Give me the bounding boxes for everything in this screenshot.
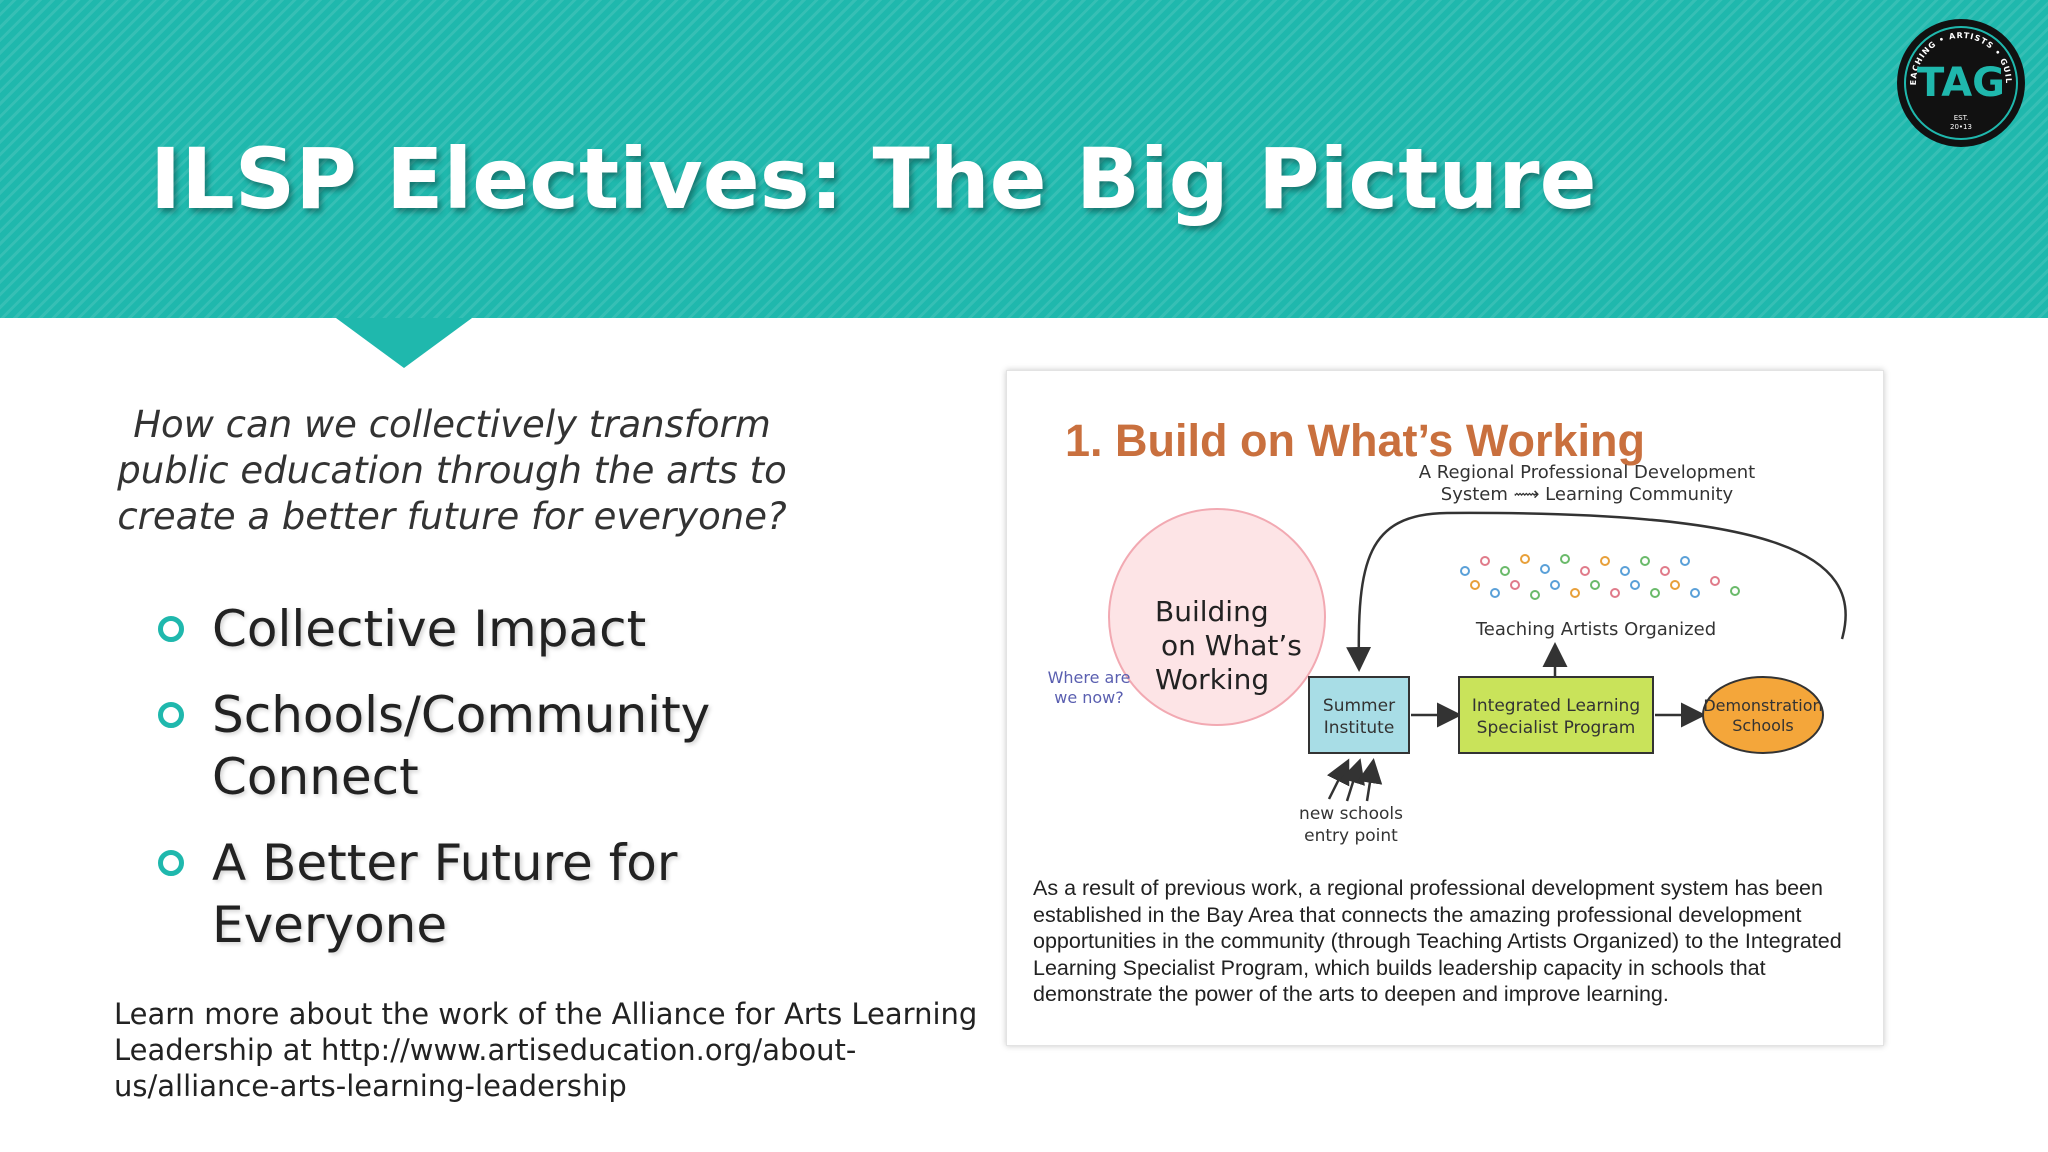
new-schools-arrow-2 xyxy=(1341,758,1365,802)
diagram-card: 1. Build on What’s Working A Regional Pr… xyxy=(1006,370,1884,1046)
regional-system-label-2: System ⟿ Learning Community xyxy=(1441,484,1734,505)
ilsp-label-1: Integrated Learning xyxy=(1472,696,1640,716)
header-notch xyxy=(336,318,472,368)
ilsp-label-2: Specialist Program xyxy=(1477,718,1636,738)
where-now-label-1: Where are xyxy=(1048,668,1131,687)
building-circle xyxy=(1108,508,1326,726)
demonstration-schools-label-1: Demonstration xyxy=(1703,696,1822,715)
building-label-1: Building xyxy=(1155,595,1269,628)
feedback-loop-arrow xyxy=(1346,511,1847,672)
teaching-artists-label: Teaching Artists Organized xyxy=(1475,619,1716,640)
logo-est-year: 20•13 xyxy=(1950,123,1972,131)
header-banner xyxy=(0,0,2048,318)
bullet-ring-icon xyxy=(158,702,184,728)
card-title: 1. Build on What’s Working xyxy=(1065,415,1645,466)
summer-institute-label-2: Institute xyxy=(1324,718,1395,738)
summer-institute-box xyxy=(1308,676,1410,754)
build-diagram: A Regional Professional Development Syst… xyxy=(1048,462,1847,846)
bullet-text: Collective Impact xyxy=(212,600,647,658)
ilsp-box xyxy=(1458,676,1654,754)
guiding-question: How can we collectively transform public… xyxy=(117,403,787,538)
new-schools-label-1: new schools xyxy=(1299,804,1403,824)
bullet-item: Schools/Community Connect xyxy=(150,684,790,808)
new-schools-arrow-3 xyxy=(1357,758,1383,802)
summer-institute-label-1: Summer xyxy=(1323,696,1395,716)
card-caption: As a result of previous work, a regional… xyxy=(1033,876,1842,1006)
bullet-text: Schools/Community Connect xyxy=(212,686,711,806)
bullet-item: Collective Impact xyxy=(150,598,790,660)
demonstration-schools-ellipse xyxy=(1702,676,1824,754)
logo-text: TAG xyxy=(1917,60,2005,106)
logo-ring xyxy=(1904,26,2018,140)
bullet-ring-icon xyxy=(158,850,184,876)
building-label-2: on What’s xyxy=(1161,629,1302,662)
bullet-item: A Better Future for Everyone xyxy=(150,832,790,956)
building-label-3: Working xyxy=(1155,663,1269,696)
bullet-text: A Better Future for Everyone xyxy=(212,834,678,954)
new-schools-arrow-1 xyxy=(1326,758,1350,800)
logo-est-label: EST. xyxy=(1954,114,1969,122)
logo-disc xyxy=(1897,19,2025,147)
bullet-ring-icon xyxy=(158,616,184,642)
footer-learn-more: Learn more about the work of the Allianc… xyxy=(114,997,978,1103)
demonstration-schools-label-2: Schools xyxy=(1732,716,1793,735)
new-schools-label-2: entry point xyxy=(1304,826,1398,846)
tag-logo: TEACHING • ARTISTS • GUILD TAG EST. 20•1… xyxy=(1894,16,2025,147)
bullet-list: Collective Impact Schools/Community Conn… xyxy=(150,598,790,980)
teaching-artists-dots xyxy=(1460,554,1740,600)
slide-title: ILSP Electives: The Big Picture xyxy=(150,130,1597,228)
where-now-label-2: we now? xyxy=(1054,688,1124,707)
regional-system-label-1: A Regional Professional Development xyxy=(1419,462,1755,483)
